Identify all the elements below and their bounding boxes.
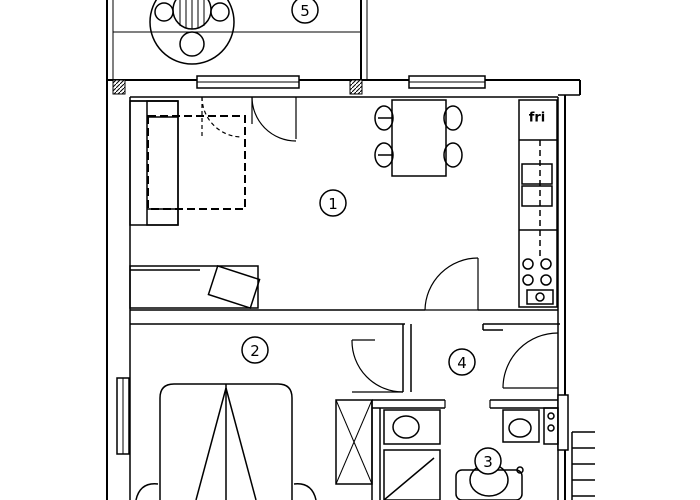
balcony-table-set — [149, 0, 235, 65]
balcony-door — [201, 96, 297, 142]
room-number-3: 3 — [483, 453, 493, 471]
bathroom-fixtures — [383, 407, 559, 500]
room-badge-5: 5 — [291, 0, 319, 24]
room-badge-1: 1 — [319, 189, 347, 217]
dining-set — [374, 99, 463, 177]
closet-door — [502, 332, 559, 389]
wall-piers — [112, 79, 363, 95]
hall-door — [424, 257, 479, 311]
room-number-4: 4 — [457, 354, 467, 372]
room-badge-4: 4 — [448, 348, 476, 376]
desk — [129, 264, 261, 310]
window-bedroom-left — [116, 377, 130, 455]
room-number-2: 2 — [250, 342, 260, 360]
room-badge-2: 2 — [241, 336, 269, 364]
bedroom-door — [351, 339, 404, 393]
doors — [201, 96, 559, 408]
window-living-top-left — [196, 75, 300, 89]
room-number-5: 5 — [300, 2, 310, 20]
window-living-top-right — [408, 75, 486, 89]
fridge-label: fri — [529, 111, 546, 126]
double-bed — [135, 383, 317, 500]
room-badge-3: 3 — [474, 447, 502, 475]
exterior-steps — [571, 431, 595, 500]
sofa — [129, 100, 179, 226]
window-bath-right — [557, 394, 569, 451]
rug-dashed — [147, 115, 246, 210]
kitchen-counter — [518, 99, 558, 308]
room-number-1: 1 — [328, 195, 338, 213]
balcony — [106, 0, 368, 80]
windows — [116, 75, 569, 455]
